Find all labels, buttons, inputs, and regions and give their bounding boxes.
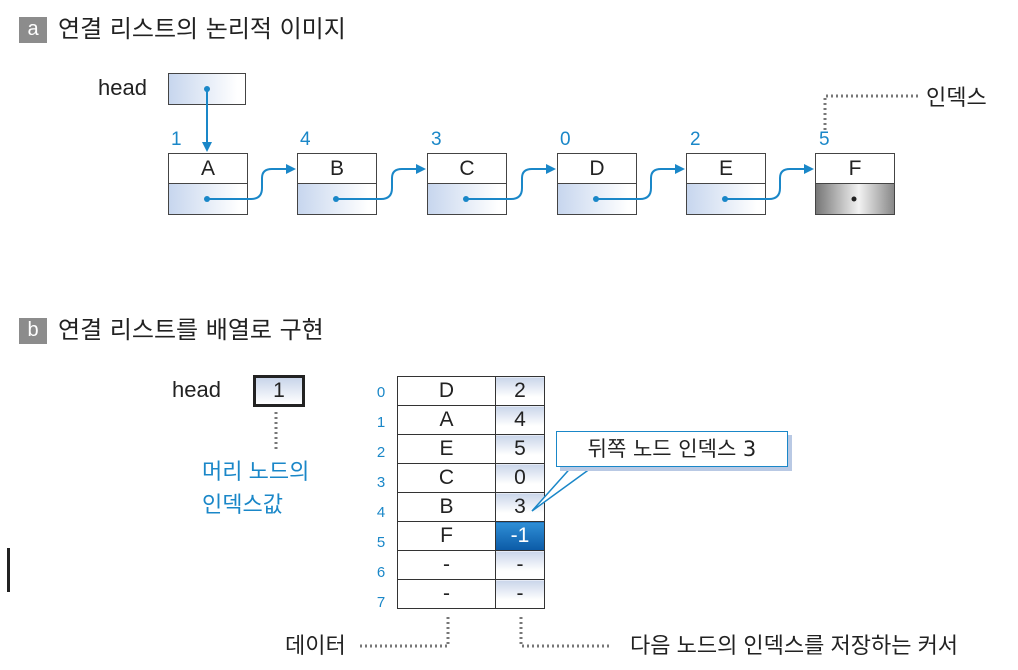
callout-pointer [531,462,599,512]
section-a-badge: a [19,17,47,43]
node-index: 2 [690,129,701,150]
next-cell: - [495,579,545,609]
edge-bar [7,548,10,592]
next-cell: - [495,550,545,580]
table-row: A 4 [397,405,545,435]
index-label: 인덱스 [926,85,987,110]
head-label-b: head [172,377,221,402]
section-b-title: 연결 리스트를 배열로 구현 [58,316,324,344]
next-cell: 4 [495,405,545,435]
row-index: 5 [376,534,386,551]
head-label-a: head [98,75,147,100]
node-data: E [687,154,765,184]
table-row: - - [397,579,545,609]
row-index: 0 [376,384,386,401]
node-index: 4 [300,129,311,150]
node-index: 3 [431,129,442,150]
table-row: F -1 [397,521,545,551]
link-arrow [466,164,556,200]
row-index: 3 [376,474,386,491]
next-cell-highlighted: -1 [495,521,545,551]
head-caption-line1: 머리 노드의 [202,459,310,484]
link-arrow [596,164,685,200]
row-index: 1 [376,414,386,431]
null-dot [851,196,857,202]
list-node: B [297,153,377,215]
data-cell: A [397,405,496,435]
link-arrow [207,164,296,200]
node-data: A [169,154,247,184]
node-data: C [428,154,506,184]
section-a-title: 연결 리스트의 논리적 이미지 [58,15,346,43]
data-leader [360,617,450,648]
link-arrow [336,164,426,200]
row-index: 6 [376,564,386,581]
node-data: D [558,154,636,184]
data-column-label: 데이터 [285,633,346,658]
row-index: 4 [376,504,386,521]
head-value-box: 1 [253,375,305,407]
node-index: 0 [560,129,571,150]
row-index: 7 [376,594,386,611]
list-node: C [427,153,507,215]
section-b-badge: b [19,318,47,344]
next-cell: 3 [495,492,545,522]
link-arrow [725,164,814,200]
cursor-leader [519,617,612,648]
next-index-callout: 뒤쪽 노드 인덱스 3 [556,431,788,467]
data-cell: - [397,579,496,609]
next-cell: 0 [495,463,545,493]
index-leader [823,94,920,130]
head-caption-line2: 인덱스값 [202,492,283,517]
node-index: 5 [819,129,830,150]
row-index: 2 [376,444,386,461]
next-cell: 2 [495,376,545,406]
node-data: B [298,154,376,184]
array-table: D 2 A 4 E 5 C 0 B 3 F -1 - - - - [397,376,545,609]
cursor-column-label: 다음 노드의 인덱스를 저장하는 커서 [630,633,959,658]
node-index: 1 [171,129,182,150]
node-data: F [816,154,894,184]
